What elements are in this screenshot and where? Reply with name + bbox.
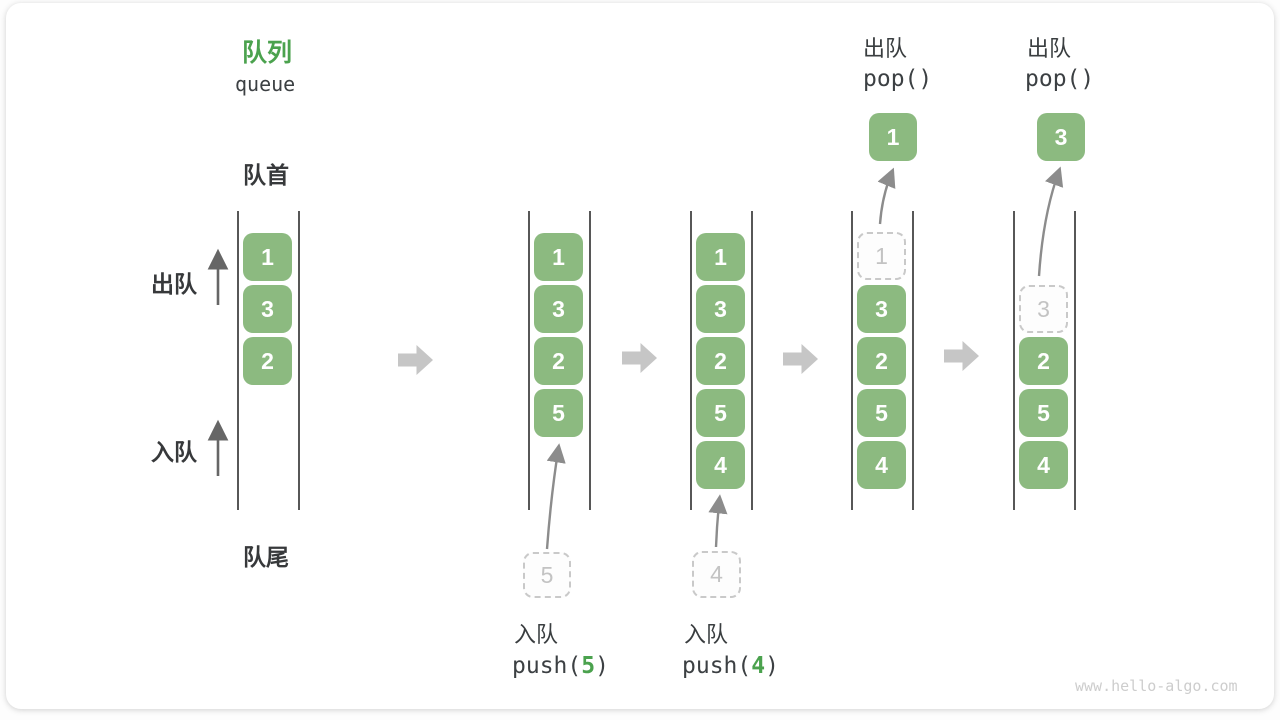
push4-arg: 4: [751, 653, 766, 679]
label-enqueue-side: 入队: [151, 439, 197, 465]
staged-cell: 5: [523, 552, 571, 598]
queue4-rail-right: [912, 211, 914, 510]
queue-cell: 3: [857, 285, 906, 333]
staged-cell: 4: [692, 551, 741, 598]
queue-cell: 3: [534, 285, 583, 333]
diagram-title-zh: 队列: [242, 39, 293, 67]
queue-cell: 5: [857, 389, 906, 437]
queue1-rail-left: [237, 211, 239, 510]
queue5-rail-left: [1013, 211, 1015, 510]
queue-cell: 4: [1019, 441, 1068, 489]
queue-cell: 2: [534, 337, 583, 385]
pop1-code: pop(): [863, 66, 933, 92]
queue4-rail-left: [851, 211, 853, 510]
label-queue-rear: 队尾: [243, 544, 289, 570]
push5-close: ): [595, 653, 609, 679]
push5-label: 入队: [514, 622, 559, 647]
label-queue-front: 队首: [243, 162, 289, 188]
queue-cell: 2: [696, 337, 745, 385]
queue-cell: 5: [696, 389, 745, 437]
push4-fn: push(: [682, 653, 752, 679]
queue5-rail-right: [1074, 211, 1076, 510]
popped-value-cell: 3: [1037, 113, 1085, 161]
push4-code: push(4): [682, 653, 779, 679]
queue3-rail-left: [690, 211, 692, 510]
queue-cell: 1: [534, 233, 583, 281]
queue-cell: 2: [1019, 337, 1068, 385]
queue3-rail-right: [751, 211, 753, 510]
queue1-rail-right: [298, 211, 300, 510]
queue2-rail-right: [589, 211, 591, 510]
queue-cell: 2: [857, 337, 906, 385]
queue-cell: 1: [696, 233, 745, 281]
push5-code: push(5): [512, 653, 609, 679]
queue-cell: 5: [534, 389, 583, 437]
queue-cell: 4: [857, 441, 906, 489]
push4-close: ): [765, 653, 779, 679]
push5-arg: 5: [581, 653, 596, 679]
popped-slot-cell: 1: [857, 232, 906, 280]
pop1-label: 出队: [863, 36, 908, 61]
push4-label: 入队: [684, 622, 729, 647]
site-watermark: www.hello-algo.com: [1075, 677, 1238, 695]
popped-slot-cell: 3: [1019, 285, 1068, 333]
queue-cell: 2: [243, 337, 292, 385]
popped-value-cell: 1: [869, 113, 917, 161]
queue2-rail-left: [528, 211, 530, 510]
queue-cell: 1: [243, 233, 292, 281]
pop2-code: pop(): [1025, 66, 1095, 92]
diagram-card: [6, 3, 1274, 709]
push5-fn: push(: [512, 653, 582, 679]
queue-cell: 3: [243, 285, 292, 333]
pop2-label: 出队: [1027, 36, 1072, 61]
queue-cell: 3: [696, 285, 745, 333]
label-dequeue-side: 出队: [151, 271, 197, 297]
diagram-title-en: queue: [235, 72, 296, 96]
queue-cell: 5: [1019, 389, 1068, 437]
queue-cell: 4: [696, 441, 745, 489]
